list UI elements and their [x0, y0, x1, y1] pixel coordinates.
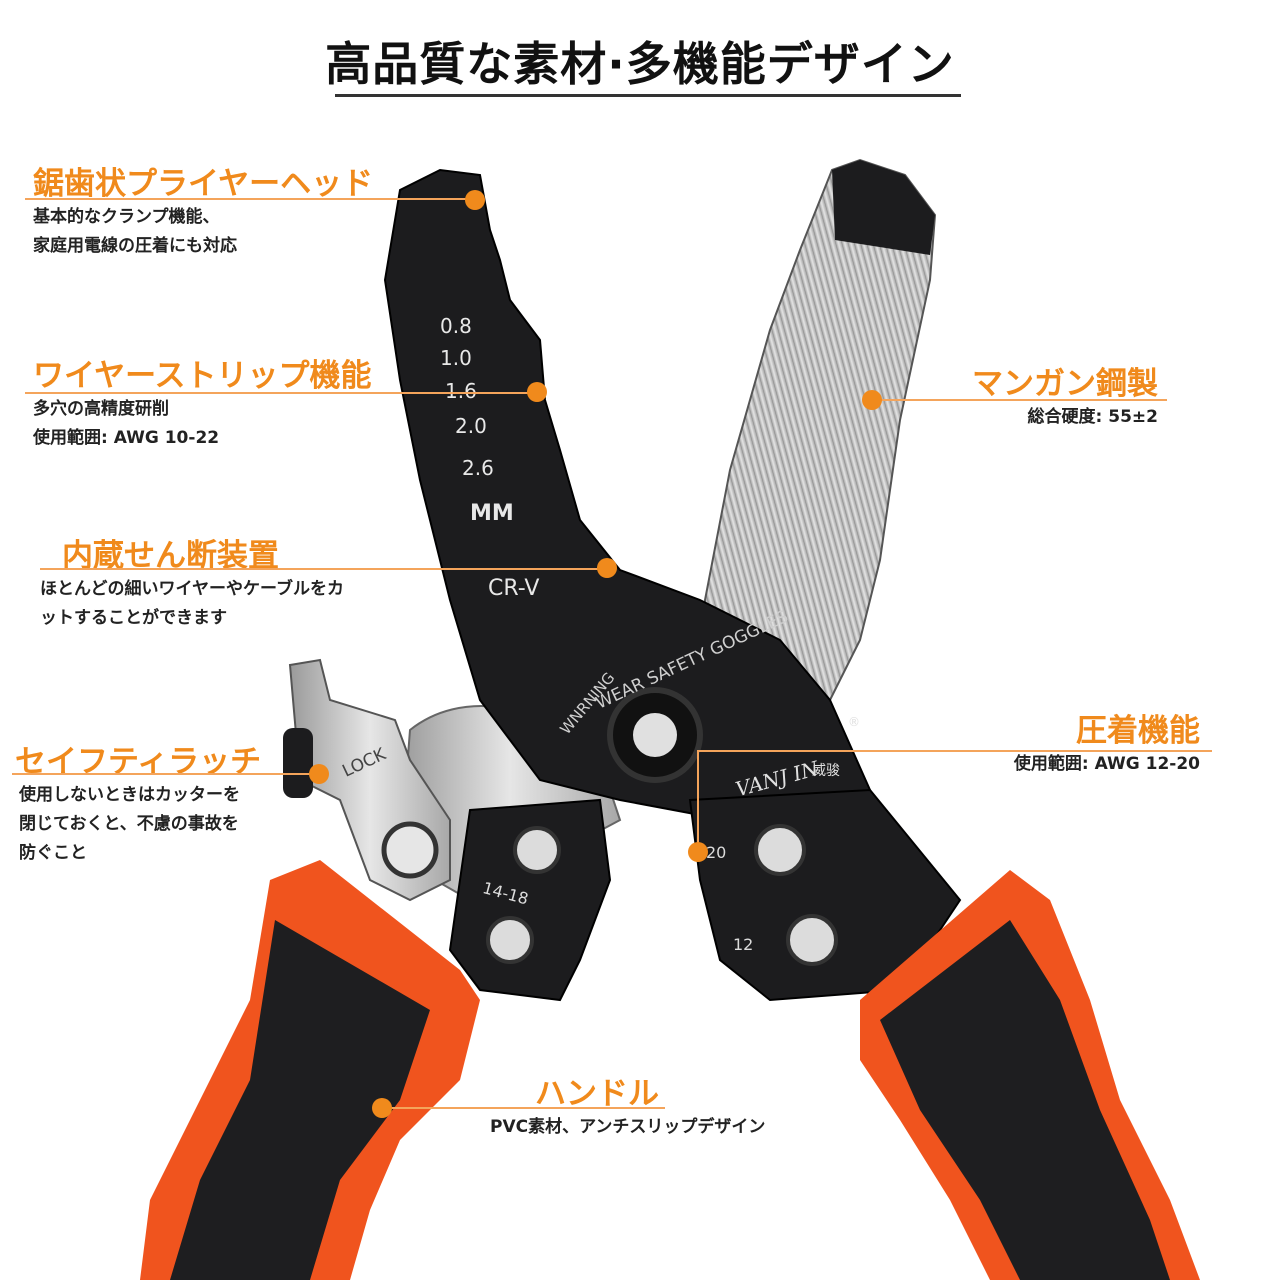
callout-steel: マンガン鋼製 総合硬度: 55±2 — [972, 358, 1158, 432]
pliers-head-marker — [465, 190, 485, 210]
callout-handle: ハンドル PVC素材、アンチスリップデザイン — [490, 1068, 765, 1142]
pliers-head-rule — [25, 198, 475, 200]
cutter-desc-2: ットすることができます — [40, 608, 227, 628]
right-jaw-tip — [832, 160, 935, 255]
callout-wire-strip: ワイヤーストリップ機能 多穴の高精度研削 使用範囲: AWG 10-22 — [33, 350, 372, 453]
size-unit: MM — [470, 501, 514, 526]
latch-rivet — [381, 821, 439, 879]
rivet-3 — [754, 824, 806, 876]
steel-rule — [872, 399, 1167, 401]
cutter-rule — [40, 568, 600, 570]
crimp-desc-1: 使用範囲: AWG 12-20 — [1013, 754, 1200, 774]
steel-title: マンガン鋼製 — [972, 366, 1158, 402]
wire-strip-desc-1: 多穴の高精度研削 — [33, 399, 169, 419]
size-1-6: 1.6 — [445, 379, 477, 403]
brand-cn: 威骏 — [812, 763, 840, 779]
rivet-4 — [786, 914, 838, 966]
brand-reg: ® — [848, 715, 860, 729]
cutter-marker — [597, 558, 617, 578]
handle-marker — [372, 1098, 392, 1118]
pliers-head-title: 鋸歯状プライヤーヘッド — [33, 166, 374, 202]
steel-desc-1: 総合硬度: 55±2 — [1027, 407, 1158, 427]
steel-marker — [862, 390, 882, 410]
title-underline — [335, 94, 961, 97]
right-steel-jaw — [698, 158, 937, 722]
crimp-rule — [698, 750, 1212, 752]
handle-desc-1: PVC素材、アンチスリップデザイン — [490, 1117, 766, 1137]
size-1-0: 1.0 — [440, 346, 472, 370]
cutter-desc-1: ほとんどの細いワイヤーやケーブルをカ — [40, 579, 344, 599]
wire-strip-desc-2: 使用範囲: AWG 10-22 — [33, 428, 220, 448]
callout-latch: セイフティラッチ 使用しないときはカッターを 閉じておくと、不慮の事故を 防ぐこ… — [15, 736, 261, 868]
latch-rule — [12, 773, 317, 775]
latch-desc-3: 防ぐこと — [19, 843, 87, 863]
left-handle-grip — [170, 920, 430, 1280]
latch-marker — [309, 764, 329, 784]
callout-pliers-head: 鋸歯状プライヤーヘッド 基本的なクランプ機能、 家庭用電線の圧着にも対応 — [33, 158, 373, 261]
rivet-2 — [486, 916, 534, 964]
latch-band — [283, 728, 313, 798]
left-black-jaw — [383, 168, 872, 832]
pliers-head-desc-1: 基本的なクランプ機能、 — [33, 207, 220, 227]
callout-crimp: 圧着機能 使用範囲: AWG 12-20 — [1014, 705, 1200, 779]
size-2-6: 2.6 — [462, 456, 494, 480]
page-title: 高品質な素材·多機能デザイン — [325, 37, 955, 91]
crimp-mark-c: 12 — [733, 935, 753, 954]
wire-strip-marker — [527, 382, 547, 402]
pliers-head-desc-2: 家庭用電線の圧着にも対応 — [33, 236, 237, 256]
wire-strip-title: ワイヤーストリップ機能 — [33, 358, 372, 394]
latch-desc-2: 閉じておくと、不慮の事故を — [19, 814, 239, 834]
size-2-0: 2.0 — [455, 414, 487, 438]
handle-rule — [380, 1107, 665, 1109]
rivet-1 — [513, 826, 561, 874]
crimp-leader — [697, 750, 699, 850]
size-0-8: 0.8 — [440, 314, 472, 338]
callout-cutter: 内蔵せん断装置 ほとんどの細いワイヤーやケーブルをカ ットすることができます — [40, 530, 344, 633]
latch-desc-1: 使用しないときはカッターを — [19, 785, 240, 805]
crimp-mark-b: 20 — [706, 843, 726, 862]
handle-title: ハンドル — [535, 1076, 659, 1112]
crimp-marker — [688, 842, 708, 862]
wire-strip-rule — [25, 392, 535, 394]
crimp-title: 圧着機能 — [1076, 713, 1200, 749]
material-mark: CR-V — [488, 576, 539, 601]
right-handle-grip — [880, 920, 1170, 1280]
